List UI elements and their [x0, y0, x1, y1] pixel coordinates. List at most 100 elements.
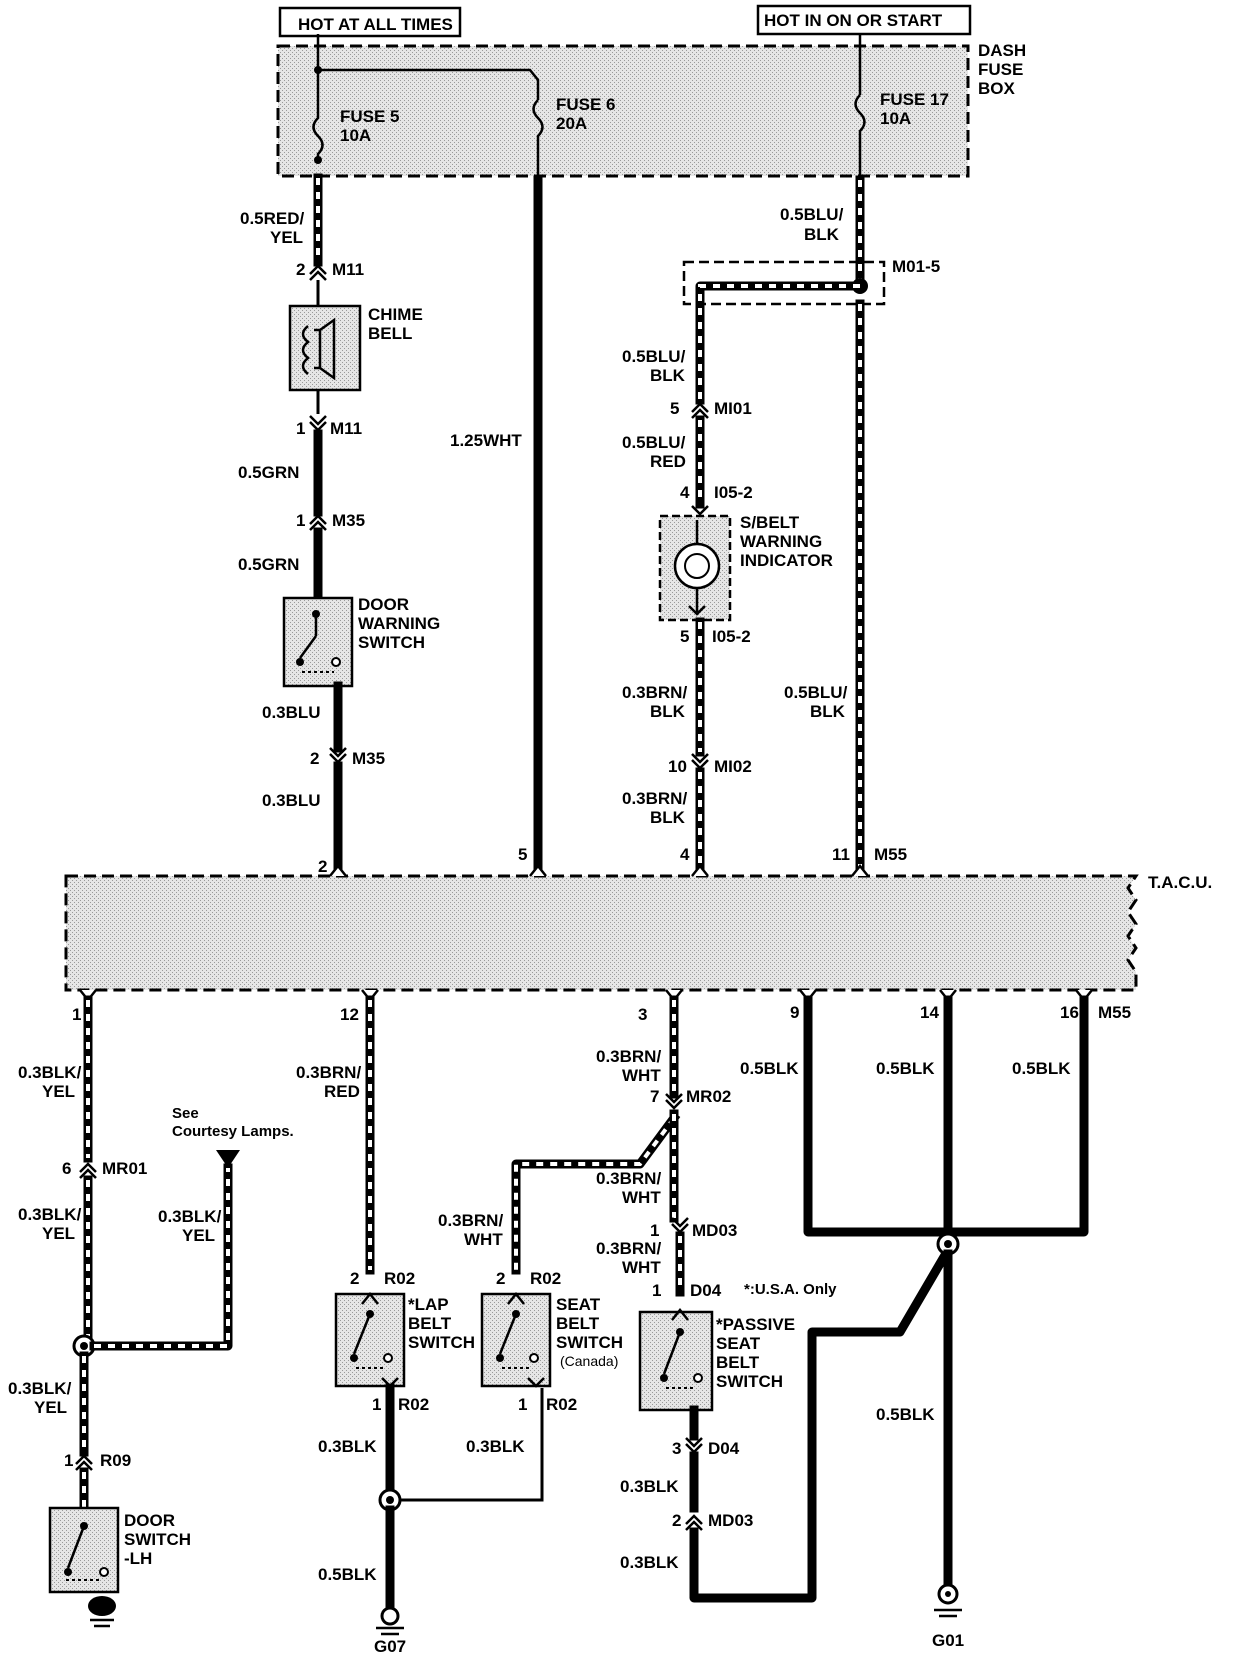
label-r02-b: R02: [530, 1269, 561, 1288]
pin-r09: 1: [64, 1451, 73, 1470]
label-blk5-c: 0.5BLK: [876, 1059, 935, 1078]
pin-tacu-bot-1: 1: [72, 1005, 81, 1024]
label-g07: G07: [374, 1637, 406, 1656]
label-blk3-c: 0.3BLK: [620, 1477, 679, 1496]
label-brn-wht-d2: WHT: [622, 1258, 661, 1277]
label-wht: 1.25WHT: [450, 431, 522, 450]
svg-text:10A: 10A: [340, 126, 371, 145]
label-red-yel: 0.5RED/: [240, 209, 305, 228]
chime-bell: [288, 304, 362, 392]
pin-r02-b: 2: [496, 1269, 505, 1288]
svg-text:HOT IN ON OR START: HOT IN ON OR START: [764, 11, 943, 30]
label-brn-wht-b2: WHT: [464, 1230, 503, 1249]
label-mr02: MR02: [686, 1087, 731, 1106]
label-i05-2-b: I05-2: [712, 627, 751, 646]
label-grn-b: 0.5GRN: [238, 555, 299, 574]
label-blu-b: 0.3BLU: [262, 791, 321, 810]
svg-text:FUSE: FUSE: [978, 60, 1023, 79]
pin-mr02: 7: [650, 1087, 659, 1106]
see-courtesy-arrow: [216, 1150, 240, 1168]
ground-g07: [376, 1606, 404, 1636]
label-blk-yel-b1: 0.3BLK/: [18, 1205, 82, 1224]
label-brn-wht-a2: WHT: [622, 1066, 661, 1085]
label-door-warning-2: WARNING: [358, 614, 440, 633]
pin-tacu-bot-14: 14: [920, 1003, 939, 1022]
label-sbelt-3: INDICATOR: [740, 551, 833, 570]
svg-text:10A: 10A: [880, 109, 911, 128]
pin-md03-a: 1: [650, 1221, 659, 1240]
fuse-5: FUSE 5 10A: [312, 66, 400, 164]
pin-tacu-top-2: 2: [318, 857, 327, 876]
label-r02-c: R02: [398, 1395, 429, 1414]
label-sbelt-2: WARNING: [740, 532, 822, 551]
label-brn-wht-d1: 0.3BRN/: [596, 1239, 661, 1258]
label-md03-a: MD03: [692, 1221, 737, 1240]
connector-m11-b: [308, 414, 328, 432]
label-m55-bot: M55: [1098, 1003, 1131, 1022]
label-blk3-a: 0.3BLK: [318, 1437, 377, 1456]
pin-m11-a: 2: [296, 260, 305, 279]
label-d04-a: D04: [690, 1281, 722, 1300]
seat-belt-warning-indicator: [658, 505, 732, 622]
pin-m35-a: 1: [296, 511, 305, 530]
label-seat-2: BELT: [556, 1314, 600, 1333]
label-blu-red-1: 0.5BLU/: [622, 433, 686, 452]
label-brn-red-2: RED: [324, 1082, 360, 1101]
ground-g01: [934, 1583, 962, 1618]
pin-d04-a: 1: [652, 1281, 661, 1300]
label-seat-canada: (Canada): [560, 1353, 618, 1369]
label-blk-yel-d1: 0.3BLK/: [8, 1379, 72, 1398]
svg-text:FUSE 5: FUSE 5: [340, 107, 400, 126]
door-warning-switch: [282, 596, 354, 688]
label-m55-top: M55: [874, 845, 907, 864]
label-blk5-d: 0.5BLK: [1012, 1059, 1071, 1078]
label-blu-a: 0.3BLU: [262, 703, 321, 722]
label-chime: CHIME: [368, 305, 423, 324]
label-grn-a: 0.5GRN: [238, 463, 299, 482]
label-m01-5: M01-5: [892, 257, 940, 276]
label-md03-b: MD03: [708, 1511, 753, 1530]
svg-text:20A: 20A: [556, 114, 587, 133]
door-switch-lh: [48, 1506, 120, 1628]
fuse-6: FUSE 6 20A: [532, 95, 616, 180]
pin-m11-b: 1: [296, 419, 305, 438]
wire-blu-blk-mid: [695, 281, 865, 405]
passive-seat-belt-switch: [638, 1307, 714, 1412]
label-door-lh-3: -LH: [124, 1549, 152, 1568]
pin-tacu-top-11: 11: [832, 845, 850, 864]
connector-md03-a: [670, 1216, 690, 1234]
label-mr01: MR01: [102, 1159, 147, 1178]
label-brn-blk-a1: 0.3BRN/: [622, 683, 687, 702]
label-door-warning-3: SWITCH: [358, 633, 425, 652]
fuse-17: FUSE 17 10A: [854, 90, 949, 180]
pin-tacu-bot-12: 12: [340, 1005, 359, 1024]
label-brn-blk-b2: BLK: [650, 808, 686, 827]
label-m35-a: M35: [332, 511, 365, 530]
dash-fuse-box: DASH FUSE BOX: [276, 41, 1026, 178]
label-blu-blk-mid-2: BLK: [650, 366, 686, 385]
splice-g01: [936, 1232, 960, 1256]
svg-text:FUSE 6: FUSE 6: [556, 95, 616, 114]
label-lap-1: *LAP: [408, 1295, 449, 1314]
pin-tacu-bot-9: 9: [790, 1003, 799, 1022]
label-brn-wht-b1: 0.3BRN/: [438, 1211, 503, 1230]
pin-tacu-top-4: 4: [680, 845, 690, 864]
label-r02-d: R02: [546, 1395, 577, 1414]
label-blu-blk-top-2: BLK: [804, 225, 840, 244]
label-courtesy-lamps: Courtesy Lamps.: [172, 1123, 294, 1140]
pin-i05-2-b: 5: [680, 627, 689, 646]
label-r02-a: R02: [384, 1269, 415, 1288]
pin-r02-c: 1: [372, 1395, 381, 1414]
label-blk-yel-c2: YEL: [182, 1226, 215, 1245]
pin-tacu-bot-3: 3: [638, 1005, 647, 1024]
label-blk-yel-b2: YEL: [42, 1224, 75, 1243]
label-passive-1: *PASSIVE: [716, 1315, 795, 1334]
svg-text:HOT AT ALL TIMES: HOT AT ALL TIMES: [298, 15, 453, 34]
pin-i05-2-a: 4: [680, 483, 690, 502]
svg-text:DASH: DASH: [978, 41, 1026, 60]
label-usa-only: *:U.S.A. Only: [744, 1281, 837, 1298]
label-blk5-e: 0.5BLK: [876, 1405, 935, 1424]
label-lap-2: BELT: [408, 1314, 452, 1333]
label-lap-3: SWITCH: [408, 1333, 475, 1352]
pin-mi01: 5: [670, 399, 679, 418]
